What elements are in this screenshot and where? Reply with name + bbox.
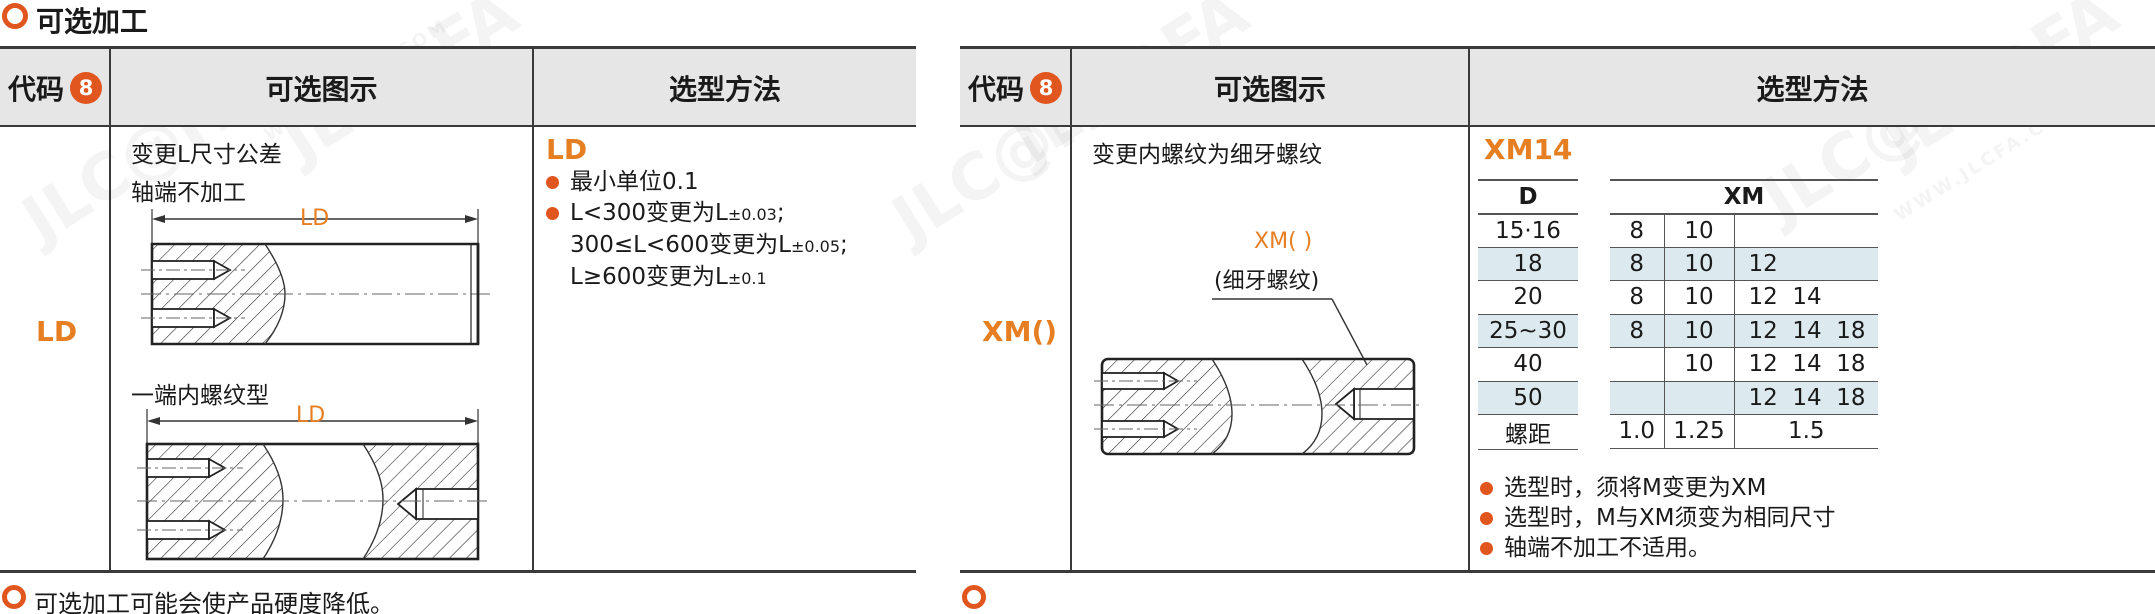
table-cell: 40	[1478, 347, 1578, 382]
footer-note: 可选加工可能会使产品硬度降低。	[34, 590, 394, 614]
table-cell: 12 14 18	[1734, 314, 1878, 348]
divider	[532, 49, 534, 570]
method-title: XM14	[1484, 133, 1573, 166]
bullet-item: 最小单位0.1	[546, 167, 848, 198]
option-code: XM()	[982, 315, 1058, 348]
header-method: 选型方法	[668, 73, 781, 106]
d-header: D	[1478, 179, 1578, 215]
bullet-continuation: L≥600变更为L±0.1	[570, 264, 767, 290]
table-cell: 12 14	[1734, 280, 1878, 315]
code-badge: 8	[70, 72, 103, 104]
table-cell	[1610, 347, 1665, 382]
table-cell: 12	[1734, 247, 1878, 281]
section-title: 可选加工	[36, 5, 149, 38]
header-figure: 可选图示	[1213, 73, 1326, 106]
footer-ring-icon	[962, 585, 986, 609]
table-header	[0, 49, 916, 127]
table-cell: 10	[1664, 314, 1735, 348]
divider	[1468, 49, 1470, 570]
table-cell: 8	[1610, 213, 1665, 248]
shaft-drawing-fine-thread	[1094, 298, 1422, 456]
table-cell: 8	[1610, 247, 1665, 281]
table-cell: 50	[1478, 381, 1578, 415]
dim-label-xm: XM( )	[1254, 229, 1313, 254]
figure-label-1: 变更L尺寸公差	[131, 142, 282, 168]
table-cell: 15·16	[1478, 213, 1578, 248]
note-item: 选型时，M与XM须变为相同尺寸	[1480, 503, 1835, 533]
footer-ring-icon	[2, 585, 26, 609]
table-cell: 1.0	[1610, 414, 1665, 449]
section-ring-icon	[2, 3, 28, 29]
table-cell: 1.5	[1734, 414, 1878, 449]
bullet-item: L<300变更为L±0.03;	[546, 198, 848, 230]
shaft-drawing-internal-thread	[137, 409, 489, 561]
note-item: 轴端不加工不适用。	[1480, 533, 1835, 563]
diameter-table: D 15·16 18 20 25~30 40 50 螺距	[1478, 179, 1578, 450]
table-header	[960, 49, 2155, 127]
table-cell: 螺距	[1478, 414, 1578, 450]
table-cell: 10	[1664, 247, 1735, 281]
table-cell: 18	[1478, 247, 1578, 281]
header-figure: 可选图示	[265, 73, 378, 106]
table-cell	[1664, 381, 1735, 415]
table-cell	[1734, 213, 1878, 248]
method-title: LD	[546, 133, 588, 166]
header-method: 选型方法	[1756, 73, 1869, 106]
dim-sublabel: (细牙螺纹)	[1214, 269, 1320, 294]
dim-label-ld-1: LD	[300, 206, 330, 231]
figure-label: 变更内螺纹为细牙螺纹	[1092, 142, 1322, 168]
table-cell: 8	[1610, 314, 1665, 348]
selection-notes: 选型时，须将M变更为XM 选型时，M与XM须变为相同尺寸 轴端不加工不适用。	[1480, 473, 1835, 563]
table-cell: 10	[1664, 280, 1735, 315]
code-badge: 8	[1030, 72, 1063, 104]
xm-header: XM	[1610, 179, 1878, 215]
bullet-continuation: 300≤L<600变更为L±0.05;	[570, 232, 848, 258]
table-cell: 1.25	[1664, 414, 1735, 449]
figure-label-3: 一端内螺纹型	[131, 383, 269, 409]
table-cell: 20	[1478, 280, 1578, 315]
table-cell: 8	[1610, 280, 1665, 315]
table-cell: 10	[1664, 213, 1735, 248]
divider	[109, 49, 111, 570]
dim-label-ld-2: LD	[296, 403, 326, 428]
table-cell	[1610, 381, 1665, 415]
table-cell: 12 14 18	[1734, 381, 1878, 415]
table-cell: 10	[1664, 347, 1735, 382]
shaft-drawing-ld	[141, 209, 490, 346]
figure-label-2: 轴端不加工	[131, 180, 246, 206]
divider	[1070, 49, 1072, 570]
option-code: LD	[36, 315, 78, 348]
method-bullets: 最小单位0.1 L<300变更为L±0.03; 300≤L<600变更为L±0.…	[546, 167, 848, 294]
note-item: 选型时，须将M变更为XM	[1480, 473, 1835, 503]
table-cell: 12 14 18	[1734, 347, 1878, 382]
table-cell: 25~30	[1478, 314, 1578, 348]
